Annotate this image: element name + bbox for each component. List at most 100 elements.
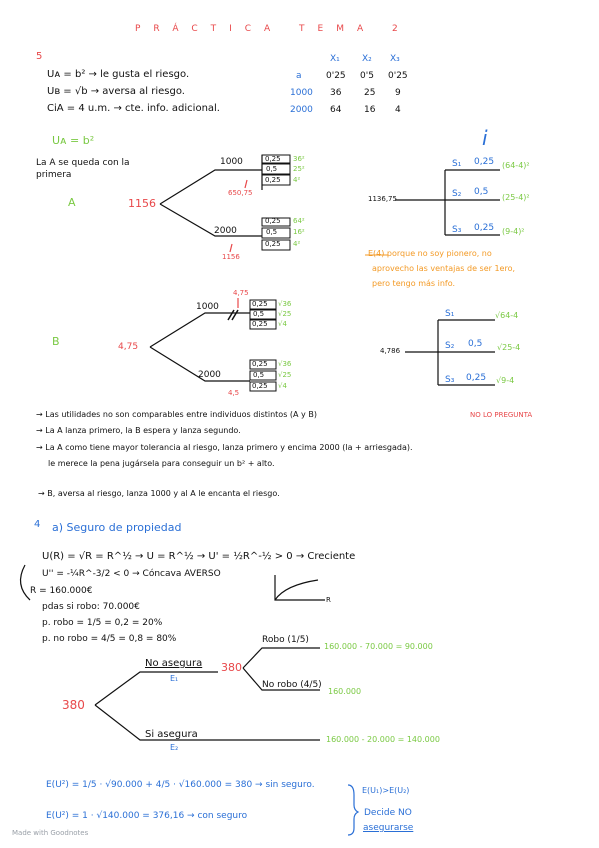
conclusion-4: le merece la pena jugársela para consegu… bbox=[48, 459, 275, 468]
tree-b-lines bbox=[149, 298, 277, 392]
table-row-label: 2000 bbox=[290, 105, 313, 115]
state: S₂ bbox=[452, 189, 462, 199]
tree-value: 4² bbox=[293, 240, 301, 248]
table-header-x3: X₃ bbox=[390, 54, 400, 64]
equation-2: E(U²) = 1 · √140.000 = 376,16 → con segu… bbox=[46, 811, 248, 821]
state: S₂ bbox=[445, 341, 455, 351]
info-value: (25-4)² bbox=[502, 193, 530, 202]
decision-2: Decide NO bbox=[364, 808, 412, 818]
prob: 0,5 bbox=[266, 228, 278, 236]
table-cell: 0'25 bbox=[326, 71, 346, 81]
decision-1: E(U₁)>E(U₂) bbox=[362, 786, 410, 795]
conclusion-3: → La A como tiene mayor tolerancia al ri… bbox=[36, 443, 413, 452]
tree-value: √25 bbox=[278, 371, 292, 379]
exercise-4-number: 4 bbox=[34, 519, 41, 530]
conclusion-1-tag: NO LO PREGUNTA bbox=[470, 411, 533, 419]
tree-a-ev-1000: 650,75 bbox=[228, 189, 253, 197]
axis-label-r: R bbox=[326, 596, 331, 604]
table-cell: 36 bbox=[330, 88, 342, 98]
info-comment-1: E(4) porque no soy pionero, no bbox=[368, 249, 492, 258]
tree-a-root-value: 1156 bbox=[128, 197, 156, 210]
tree-b-branch-2000: 2000 bbox=[198, 370, 221, 380]
ua-label: Uᴀ = b² bbox=[52, 134, 95, 147]
ex4-line-4: pdas si robo: 70.000€ bbox=[42, 602, 140, 612]
branch-robo: Robo (1/5) bbox=[262, 635, 309, 645]
tree-a-branch-1000: 1000 bbox=[220, 157, 243, 167]
tree-b-ev-1000: 4,75 bbox=[233, 289, 249, 297]
prob: 0,25 bbox=[466, 373, 487, 383]
tree-value: 4² bbox=[293, 176, 301, 184]
prob: 0,5 bbox=[474, 187, 489, 197]
tree-b-label: B bbox=[52, 335, 60, 348]
ex4-line-1: U(R) = √R = R^½ → U = R^½ → U' = ½R^-½ >… bbox=[42, 551, 356, 562]
ex5-line-1: Uᴀ = b² → le gusta el riesgo. bbox=[47, 69, 190, 80]
state: S₃ bbox=[452, 225, 462, 235]
branch-no-robo: No robo (4/5) bbox=[262, 680, 322, 690]
note-a: La A se queda con la primera bbox=[36, 158, 130, 180]
tree-a-branch-2000: 2000 bbox=[214, 226, 237, 236]
conclusion-5: → B, aversa al riesgo, lanza 1000 y al A… bbox=[38, 489, 280, 498]
conclusion-1: → Las utilidades no son comparables entr… bbox=[36, 410, 317, 419]
table-cell: 4 bbox=[395, 105, 401, 115]
prob: 0,25 bbox=[265, 176, 281, 184]
e2-label: E₂ bbox=[170, 743, 179, 752]
info-tree-b-lines bbox=[365, 254, 495, 386]
prob: 0,5 bbox=[253, 310, 265, 318]
tree-a-lines bbox=[159, 154, 291, 253]
table-cell: 0'5 bbox=[360, 71, 374, 81]
tree-a-label: A bbox=[68, 196, 76, 209]
e1-label: E₁ bbox=[170, 674, 179, 683]
no-robo-value: 160.000 bbox=[328, 687, 362, 696]
ex4-line-5: p. robo = 1/5 = 0,2 = 20% bbox=[42, 618, 163, 628]
decision-3: asegurarse bbox=[363, 823, 414, 833]
ex4-line-3: R = 160.000€ bbox=[30, 586, 93, 596]
table-cell: 9 bbox=[395, 88, 401, 98]
ex4-line-6: p. no robo = 4/5 = 0,8 = 80% bbox=[42, 634, 177, 644]
concave-graph bbox=[19, 564, 325, 601]
prob: 0,25 bbox=[474, 223, 495, 233]
state: S₁ bbox=[445, 309, 455, 319]
watermark: Made with Goodnotes bbox=[12, 829, 89, 837]
table-header-x1: X₁ bbox=[330, 54, 340, 64]
ex4-tree-lines bbox=[94, 647, 320, 741]
prob: 0,25 bbox=[252, 382, 268, 390]
info-b-root-value: 4,786 bbox=[380, 347, 401, 355]
prob: 0,5 bbox=[266, 165, 278, 173]
prob: 0,25 bbox=[265, 155, 281, 163]
tree-value: 64² bbox=[293, 217, 305, 225]
equation-1: E(U²) = 1/5 · √90.000 + 4/5 · √160.000 =… bbox=[46, 780, 315, 790]
ex5-line-3: CiA = 4 u.m. → cte. info. adicional. bbox=[47, 103, 220, 114]
state: S₃ bbox=[445, 375, 455, 385]
tree-b-ev-2000: 4,5 bbox=[228, 389, 240, 397]
prob: 0,25 bbox=[252, 320, 268, 328]
prob: 0,25 bbox=[252, 360, 268, 368]
conclusion-2: → La A lanza primero, la B espera y lanz… bbox=[36, 426, 241, 435]
info-comment-2: aprovecho las ventajas de ser 1ero, bbox=[372, 264, 516, 273]
prob: 0,5 bbox=[253, 371, 265, 379]
table-row-label: 1000 bbox=[290, 88, 313, 98]
prob: 0,5 bbox=[468, 339, 483, 349]
info-root-value: 1136,75 bbox=[368, 195, 397, 203]
tree-value: 36² bbox=[293, 155, 305, 163]
info-b-value: √9-4 bbox=[496, 376, 515, 385]
prob: 0,25 bbox=[474, 157, 495, 167]
info-value: (64-4)² bbox=[502, 161, 530, 170]
tree-value: 25² bbox=[293, 165, 305, 173]
tree-value: √4 bbox=[278, 320, 287, 328]
tree-value: √4 bbox=[278, 382, 287, 390]
exercise-5-number: 5 bbox=[36, 51, 43, 62]
ex4-line-2: U'' = -¼R^-3/2 < 0 → Cóncava AVERSO bbox=[42, 569, 221, 579]
prob: 0,25 bbox=[265, 240, 281, 248]
table-cell: 64 bbox=[330, 105, 342, 115]
tree-value: 16² bbox=[293, 228, 305, 236]
tree-b-root-value: 4,75 bbox=[118, 342, 139, 352]
table-row-label: a bbox=[296, 71, 302, 81]
tree-a-ev-2000: 1156 bbox=[222, 253, 240, 261]
ex4-heading: a) Seguro de propiedad bbox=[52, 521, 182, 534]
ex4-root-value: 380 bbox=[62, 698, 85, 712]
tree-value: √36 bbox=[278, 360, 292, 368]
tree-value: √25 bbox=[278, 310, 292, 318]
ex4-node-value: 380 bbox=[221, 661, 242, 674]
info-symbol: i bbox=[482, 126, 488, 150]
